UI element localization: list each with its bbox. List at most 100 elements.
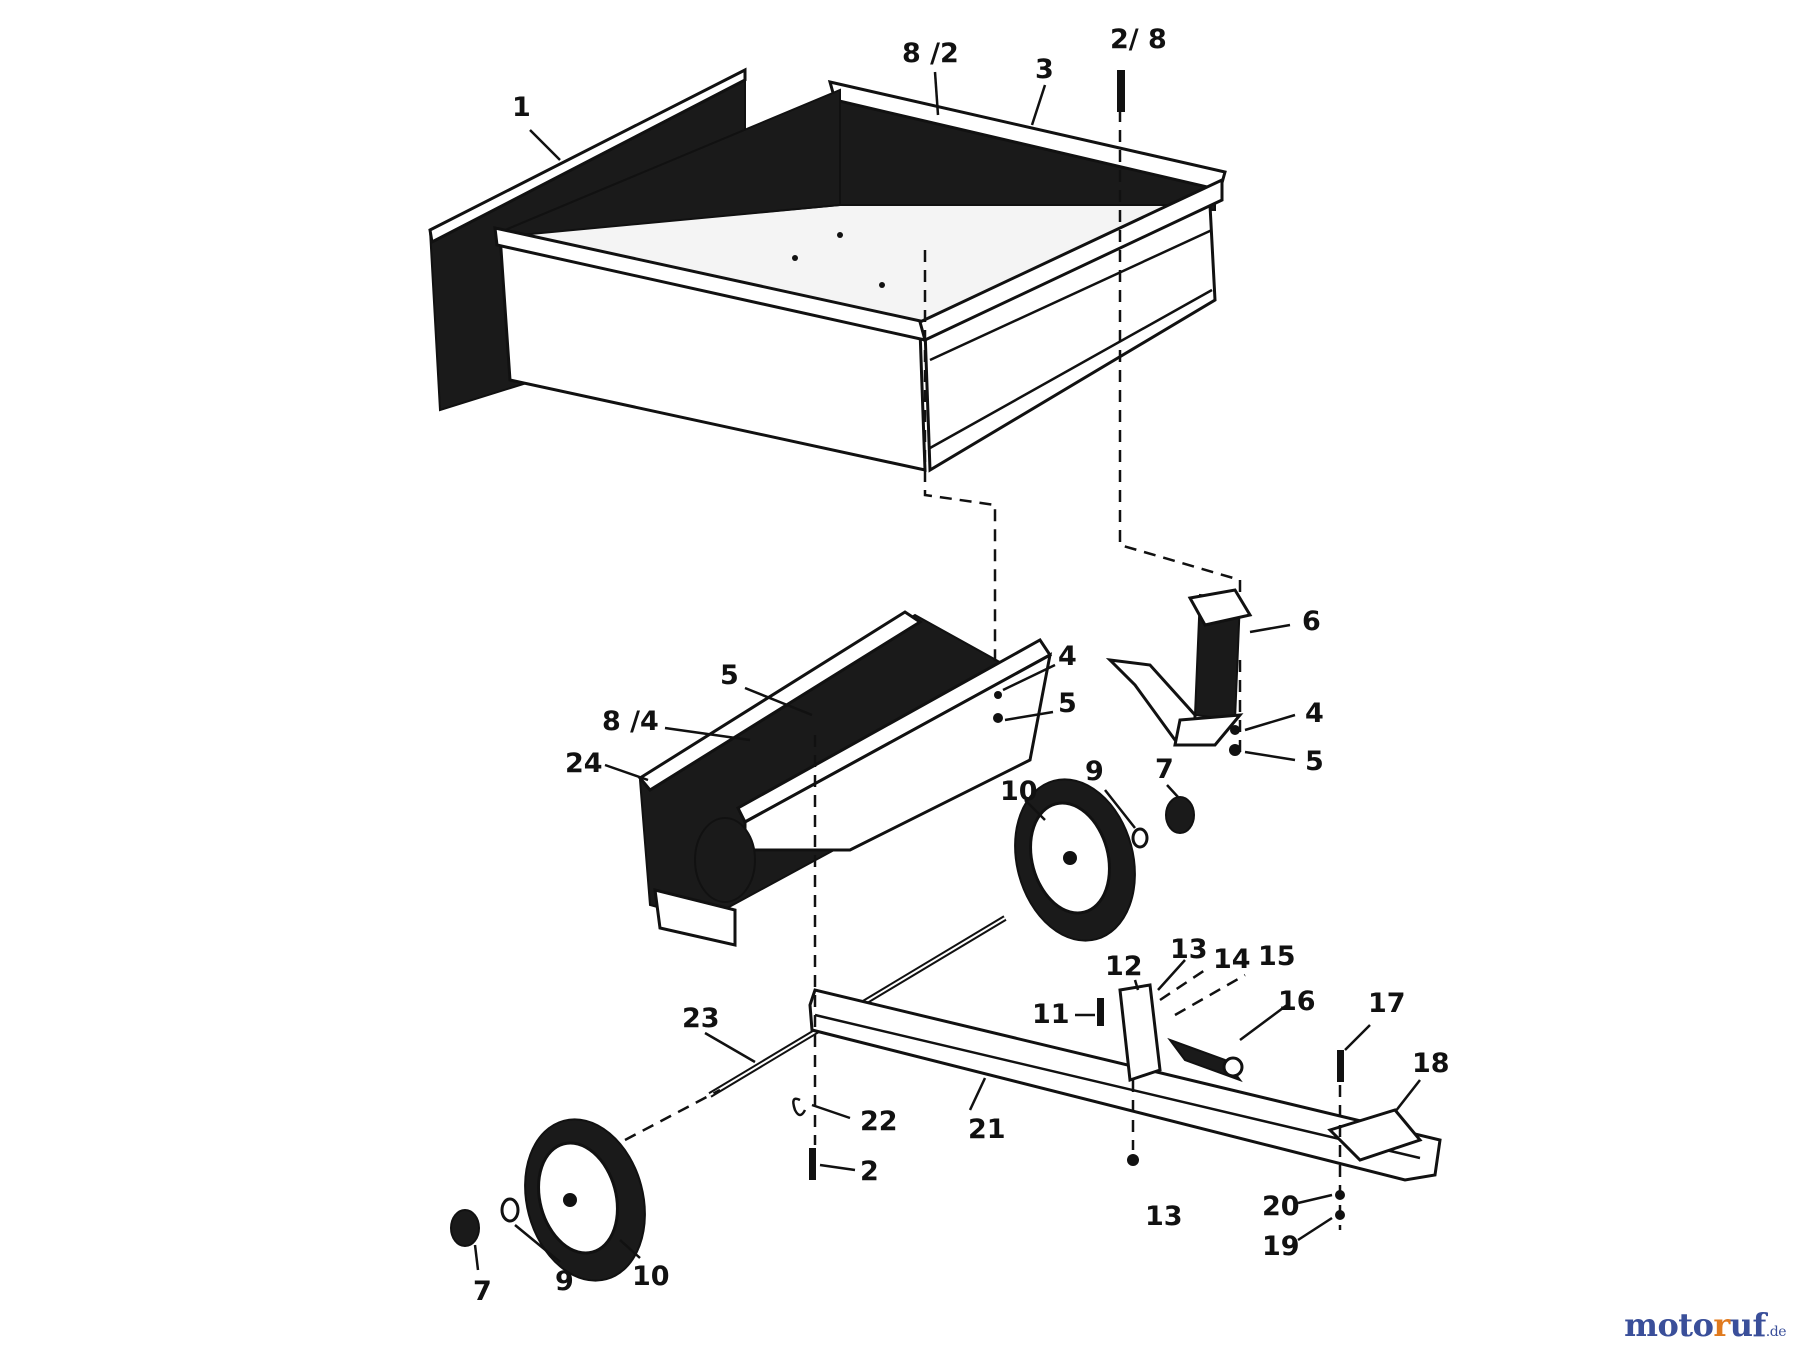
callout-15: 15 [1258, 941, 1296, 972]
watermark-logo: motoruf.de [1624, 1306, 1786, 1344]
bed-right-inner-line [929, 228, 1213, 362]
leader-10a [1024, 799, 1046, 821]
hubcap-lower [450, 1209, 480, 1247]
callout-22: 22 [860, 1106, 898, 1137]
wheel-upper-hub [1063, 851, 1077, 865]
hitch-plate [1327, 1108, 1423, 1162]
leader-10b [619, 1239, 641, 1259]
leader-21 [968, 1077, 987, 1111]
callout-5b: 5 [720, 660, 739, 691]
cart-bed [428, 67, 1227, 473]
floor-hole [792, 255, 798, 261]
bolt-11 [1097, 998, 1104, 1026]
dash-15 [1174, 973, 1246, 1017]
callout-2: 2 [860, 1156, 879, 1187]
callout-3: 3 [1035, 54, 1054, 85]
callout-16: 16 [1278, 986, 1316, 1017]
callout-8-2: 8 /2 [902, 38, 959, 69]
dash-8-2 [923, 250, 997, 665]
leader-9a [1104, 789, 1136, 829]
callout-20: 20 [1262, 1191, 1300, 1222]
callout-23: 23 [682, 1003, 720, 1034]
bolt-2 [809, 1148, 816, 1180]
leader-24 [604, 763, 649, 782]
pivot-bracket [1118, 983, 1162, 1083]
front-wall-top-rail [428, 67, 747, 245]
bolt-2-8 [1117, 70, 1125, 112]
callout-13a: 13 [1170, 934, 1208, 965]
fasteners [792, 70, 1345, 1220]
wheel-lower-rim [537, 1141, 619, 1255]
leader-17 [1344, 1024, 1371, 1051]
hubcap-upper [1165, 796, 1195, 834]
center-frame [637, 610, 1053, 947]
callout-13b: 13 [1145, 1201, 1183, 1232]
callout-4b: 4 [1058, 641, 1077, 672]
dash-2-8 [1118, 110, 1242, 600]
leader-19 [1297, 1216, 1333, 1242]
leader-13a [1157, 959, 1186, 991]
callout-9a: 9 [1085, 756, 1104, 787]
callout-7a: 7 [1155, 754, 1174, 785]
leader-3 [1030, 84, 1047, 126]
callouts: 1 3 8 /2 2/ 8 6 4 5 5 8 /4 24 4 5 7 9 10… [473, 24, 1450, 1307]
callout-6: 6 [1302, 606, 1321, 637]
nut-13 [1127, 1154, 1139, 1166]
washer-4-frame [994, 691, 1002, 699]
clip-22 [792, 1097, 807, 1117]
washer-upper [1131, 827, 1149, 849]
leader-6 [1249, 623, 1291, 634]
floor-hole [879, 282, 885, 288]
leader-5b [744, 686, 813, 717]
leader-7a [1166, 784, 1179, 798]
callout-9b: 9 [555, 1266, 574, 1297]
nut-5-frame [993, 713, 1003, 723]
leader-9b [514, 1224, 561, 1263]
bed-right-top-rail [918, 177, 1224, 343]
callout-24: 24 [565, 748, 603, 779]
latch-lever [1167, 1037, 1243, 1083]
leader-8-2 [933, 71, 940, 116]
callout-5a: 5 [1305, 746, 1324, 777]
callout-17: 17 [1368, 988, 1406, 1019]
wheel-lower [450, 1118, 646, 1282]
callout-5c: 5 [1058, 688, 1077, 719]
bracket-foot [1173, 713, 1244, 747]
frame-cutout [694, 817, 756, 903]
bed-right-lower-line [929, 288, 1213, 450]
callout-11: 11 [1032, 999, 1070, 1030]
watermark-part2: r [1713, 1306, 1730, 1344]
assembly-lines [624, 110, 1342, 1230]
watermark-part3: uf [1729, 1306, 1767, 1344]
leader-7b [473, 1244, 480, 1271]
callout-12: 12 [1105, 951, 1143, 982]
leader-23 [704, 1031, 756, 1064]
latch-knob [1222, 1056, 1244, 1078]
callout-8-4: 8 /4 [602, 706, 659, 737]
leader-20 [1297, 1193, 1333, 1205]
right-bracket [1105, 588, 1253, 747]
leader-1 [529, 129, 561, 161]
callout-14: 14 [1213, 944, 1251, 975]
dash-wheel-axle [624, 1088, 721, 1142]
leader-22 [811, 1103, 851, 1120]
leader-16 [1239, 1003, 1288, 1042]
nut-5 [1229, 744, 1241, 756]
leader-12 [1133, 979, 1140, 991]
leader-5a [1244, 750, 1296, 762]
leader-18 [1394, 1079, 1421, 1113]
callout-2-8: 2/ 8 [1110, 24, 1167, 55]
bolt-17 [1337, 1050, 1344, 1082]
callout-21: 21 [968, 1114, 1006, 1145]
callout-18: 18 [1412, 1048, 1450, 1079]
dash-14 [1159, 968, 1206, 1002]
floor-hole [837, 232, 843, 238]
callout-1: 1 [512, 92, 531, 123]
leader-8-4 [664, 726, 751, 742]
watermark-suffix: .de [1765, 1324, 1787, 1340]
leader-4b [1002, 663, 1056, 692]
callout-7b: 7 [473, 1276, 492, 1307]
callout-10b: 10 [632, 1261, 670, 1292]
callout-19: 19 [1262, 1231, 1300, 1262]
